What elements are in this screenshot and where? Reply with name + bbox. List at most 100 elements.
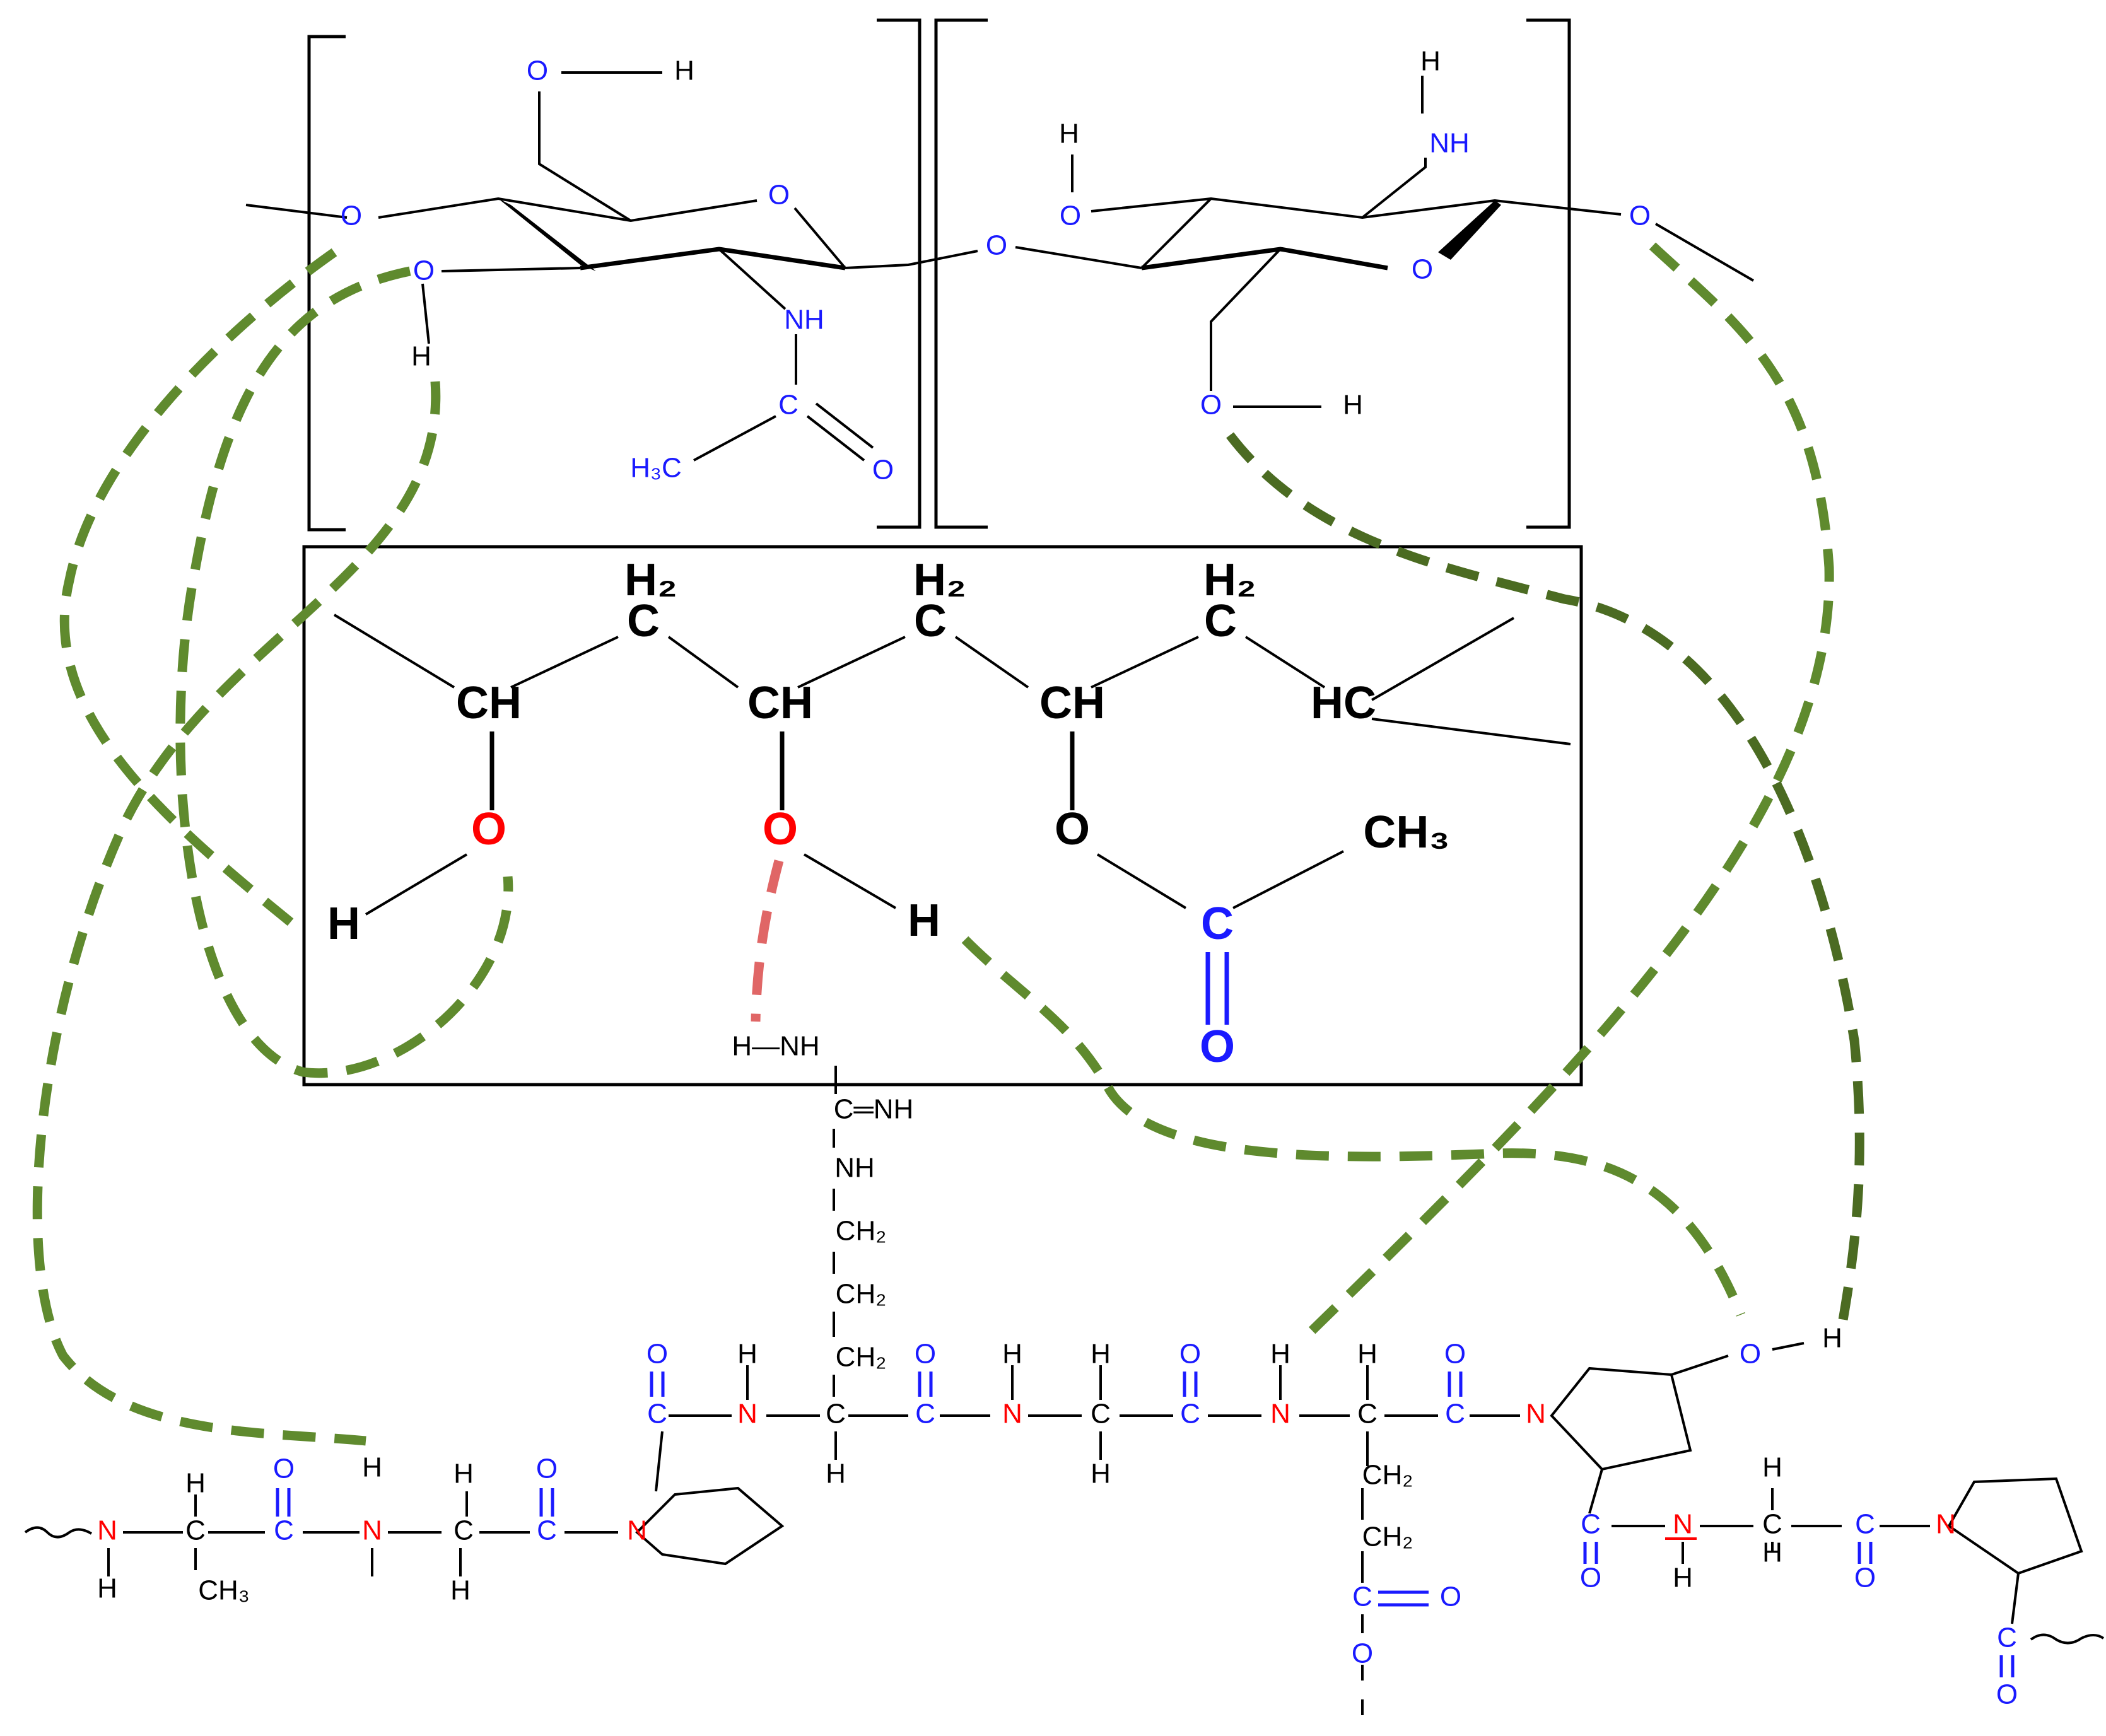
o-oh-atom: O (1060, 201, 1081, 231)
h-top-atom: H (674, 55, 694, 86)
bracket-left-close (877, 18, 921, 529)
c2-c-h: H (826, 1459, 846, 1489)
o-top-atom: O (527, 55, 548, 86)
c1-c2-h-top: H (453, 1459, 474, 1489)
c2-n2-h: H (1002, 1339, 1022, 1370)
o-hydroxyl-atom: O (413, 255, 435, 286)
pva-o-2: O (763, 804, 798, 854)
arg-h-nh: H—NH (732, 1031, 819, 1062)
c3-c2: C (1762, 1509, 1782, 1540)
arginine-side-chain: H—NH C═NH NH CH₂ CH₂ CH₂ (732, 1031, 913, 1397)
glycosidic-o-atom: O (986, 230, 1007, 261)
c2-n: N (737, 1399, 758, 1430)
c2-n-h: H (737, 1339, 758, 1370)
pva-acetyl-ch3: CH₃ (1363, 807, 1449, 858)
c3-c2-h: H (1762, 1452, 1782, 1483)
c2-c3-h: H (1357, 1339, 1378, 1370)
c2-c-alpha: C (826, 1399, 846, 1430)
c2-c3: C (1357, 1399, 1378, 1430)
c1-n-h: H (97, 1573, 117, 1604)
nh-amine-label: NH (1429, 128, 1470, 159)
c-amide-atom: C (778, 390, 799, 421)
c2-pro-n: N (1526, 1399, 1546, 1430)
c1-c2: C (453, 1515, 474, 1546)
ionic-pva-o-to-arginine (751, 859, 784, 1022)
hydroxyproline-ring: O H (1550, 1323, 1842, 1514)
c3-c: C (1581, 1509, 1601, 1540)
hbond-chitosan-o-to-pva-h (59, 248, 337, 931)
c2-co3-o: O (1179, 1339, 1201, 1370)
arg-ch2-3: CH₂ (836, 1342, 887, 1373)
pva-h2-1: H₂ (624, 555, 677, 605)
pva-hc-4: HC (1311, 678, 1376, 728)
c2-co2-o: O (915, 1339, 936, 1370)
hbond-chitosan-o-to-collagen-nh (1302, 242, 1834, 1341)
c3-n-h: H (1673, 1563, 1693, 1593)
nh-amide-label: NH (784, 305, 824, 335)
o-ring-right-atom: O (1412, 254, 1433, 285)
glu-o-dbl: O (1440, 1582, 1461, 1612)
c1-co-c: C (274, 1515, 294, 1546)
c3-co-o: O (1854, 1563, 1876, 1593)
pva-acetyl-c: C (1201, 899, 1234, 949)
c3-end-c: C (1997, 1622, 2017, 1653)
c1-c2-h-bot: H (450, 1575, 471, 1606)
h-bottom-atom: H (1343, 390, 1363, 421)
pva-h-1: H (327, 899, 360, 949)
h-hydroxyl-atom: H (411, 341, 431, 372)
collagen-chain-3: C O N H H C H C O N C O (1580, 1452, 2105, 1710)
c2-co4-c: C (1445, 1399, 1465, 1430)
pva-o-3: O (1055, 804, 1090, 854)
arg-ch2-2: CH₂ (836, 1279, 887, 1310)
bracket-right-open (934, 18, 988, 529)
c2-n3-h: H (1270, 1339, 1290, 1370)
c3-o: O (1580, 1563, 1601, 1593)
pva-h2-3: H₂ (1203, 555, 1256, 605)
c1-co2-c: C (537, 1515, 557, 1546)
collagen-chain-2: O C H N C H O C H N H C H O C H N H C O … (646, 1339, 1546, 1489)
c3-c2-h-bot: H (1762, 1537, 1782, 1568)
glu-ch2-2: CH₂ (1362, 1522, 1413, 1552)
o-bridge-right-atom: O (1629, 201, 1651, 231)
pva-c-2: C (914, 596, 947, 646)
hyp-h: H (1822, 1323, 1842, 1354)
c2-c2-h-bot: H (1091, 1459, 1111, 1489)
c1-pro-n: N (627, 1515, 647, 1546)
pva-ch-3: CH (1039, 678, 1105, 728)
c2-n2: N (1002, 1399, 1022, 1430)
o-bridge-left-atom: O (341, 201, 362, 231)
pva-o-1: O (471, 804, 506, 854)
pva-c-3: C (1204, 596, 1237, 646)
pva-h-2: H (908, 895, 940, 946)
pva-acetyl-o: O (1200, 1022, 1235, 1072)
pva-ch-1: CH (456, 678, 522, 728)
hbond-pva-h-to-hyp-o (961, 936, 1745, 1317)
c1-ch: H (185, 1468, 206, 1499)
c2-co4-o: O (1444, 1339, 1466, 1370)
bracket-left-open (307, 35, 346, 532)
glutamate-side-chain: CH₂ CH₂ C O O (1352, 1460, 1461, 1715)
o-bottom-atom: O (1200, 390, 1222, 421)
chitosan-right-unit: H NH H O O O O H (1015, 46, 1755, 421)
pva-ch-2: CH (747, 678, 813, 728)
c3-n: N (1673, 1509, 1693, 1540)
glu-ch2-1: CH₂ (1362, 1460, 1413, 1491)
hbond-chitosan-oh-to-hyp-h (1226, 432, 1864, 1329)
c2-co2-c: C (915, 1399, 935, 1430)
hyp-o: O (1740, 1339, 1761, 1370)
c2-c2-h-top: H (1091, 1339, 1111, 1370)
c3-co-c: C (1855, 1509, 1875, 1540)
c2-co3-c: C (1180, 1399, 1200, 1430)
bracket-right-close (1526, 18, 1571, 529)
chitosan-left-unit: O H O O O H NH C O H₃C (245, 55, 978, 486)
hydrogen-bond-curves (32, 242, 1864, 1446)
c1-n2: N (362, 1515, 382, 1546)
o-carbonyl-atom: O (872, 455, 894, 486)
collagen-chain-1: N H H C CH₃ C O N H C H H C O N (24, 1431, 785, 1606)
glu-c: C (1352, 1582, 1372, 1612)
c2-co-c: C (647, 1399, 667, 1430)
arg-ch2-1: CH₂ (836, 1216, 887, 1247)
c1-c-alpha: C (185, 1515, 206, 1546)
